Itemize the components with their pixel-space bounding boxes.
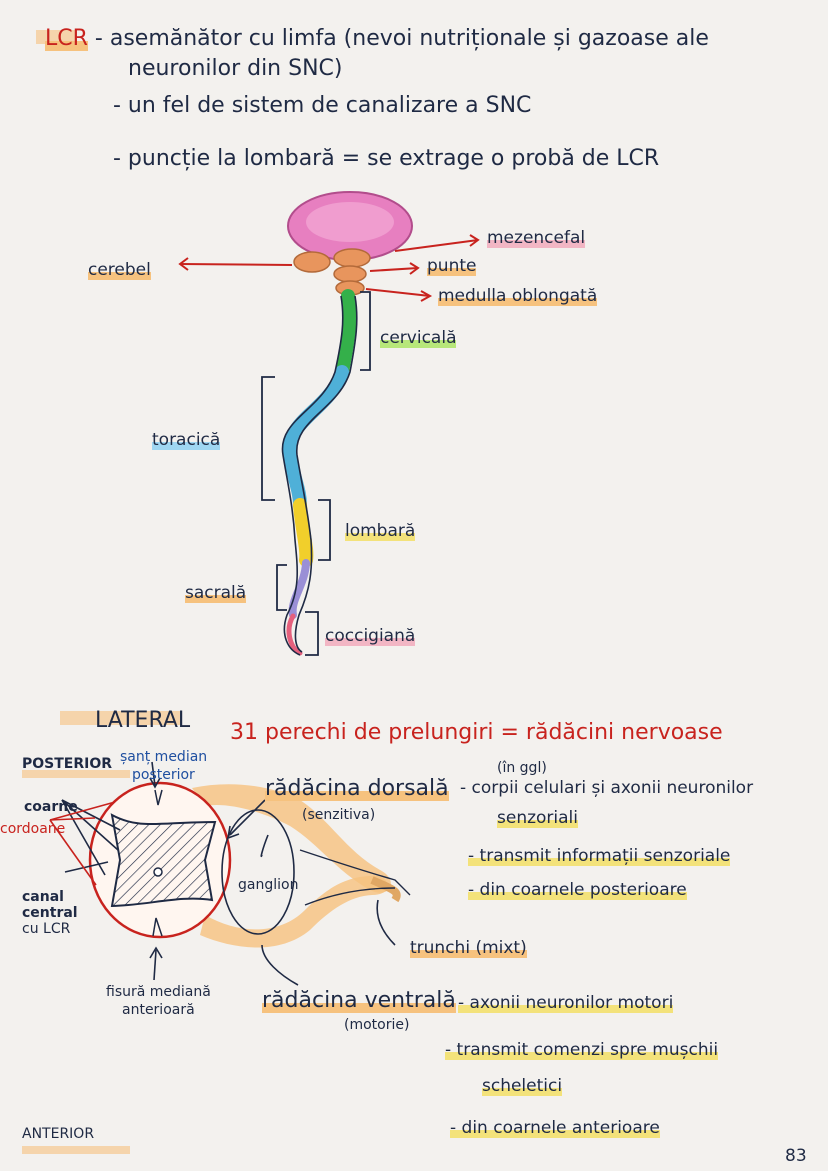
- dorsal-root-shape: [192, 784, 391, 893]
- spinal-cord-cross-section: [88, 781, 411, 948]
- label-toracica: toracică: [152, 430, 221, 450]
- label-ganglion: ganglion: [238, 877, 299, 893]
- lcr-line-4: - puncție la lombară = se extrage o prob…: [113, 146, 660, 171]
- page-number: 83: [785, 1146, 807, 1166]
- label-medulla: medulla oblongată: [438, 286, 598, 306]
- lcr-line-3: - un fel de sistem de canalizare a SNC: [113, 93, 532, 118]
- lcr-label: LCR: [45, 26, 88, 51]
- section-lateral: LATERAL: [95, 708, 191, 733]
- dorsal-desc-2: - transmit informații senzoriale: [468, 846, 731, 866]
- label-sant-posterior: posterior: [132, 767, 195, 783]
- dorsal-desc-1: - corpii celulari și axonii neuronilor: [460, 778, 754, 798]
- in-ggl-note: (în ggl): [497, 760, 547, 776]
- label-cordoane: cordoane: [0, 821, 66, 837]
- ventral-desc-3: - din coarnele anterioare: [450, 1118, 660, 1138]
- bracket-cervical: [360, 291, 371, 371]
- label-fisura-2: anterioară: [122, 1002, 195, 1018]
- cerebellum-shape: [293, 251, 331, 273]
- label-canal-2: central: [22, 905, 78, 921]
- pons-shape: [333, 265, 367, 283]
- label-canal-1: canal: [22, 889, 64, 905]
- lcr-line-2: neuronilor din SNC): [128, 56, 343, 81]
- bracket-coccygeal: [305, 611, 319, 656]
- sacral-segment: [288, 559, 310, 619]
- dorsal-desc-1b: senzoriali: [497, 808, 578, 828]
- trunchi-label: trunchi (mixt): [410, 938, 527, 958]
- dorsal-root-label: rădăcina dorsală: [265, 776, 449, 801]
- central-canal-shape: [153, 867, 163, 877]
- label-cerebel: cerebel: [88, 260, 151, 280]
- label-posterior: POSTERIOR: [22, 756, 113, 772]
- ventral-desc-2: - transmit comenzi spre mușchii: [445, 1040, 719, 1060]
- bracket-sacral: [276, 564, 287, 611]
- thoracic-segment: [282, 365, 349, 512]
- label-punte: punte: [427, 256, 477, 276]
- lumbar-segment: [293, 498, 314, 567]
- label-coccigiana: coccigiană: [325, 626, 416, 646]
- lcr-line-1: - asemănător cu limfa (nevoi nutrițional…: [94, 26, 709, 51]
- ventral-root-label: rădăcina ventrală: [262, 988, 456, 1013]
- label-coarne: coarne: [24, 799, 78, 815]
- ganglion-shape: [221, 809, 295, 935]
- cervical-segment: [335, 289, 357, 379]
- label-cervicala: cervicală: [380, 328, 457, 348]
- label-sacrala: sacrală: [185, 583, 247, 603]
- dorsal-desc-3: - din coarnele posterioare: [468, 880, 687, 900]
- label-fisura-1: fisură mediană: [106, 984, 211, 1000]
- ventral-root-sub: (motorie): [344, 1017, 410, 1033]
- bracket-thoracic: [261, 376, 275, 501]
- label-lombara: lombară: [345, 521, 416, 541]
- dorsal-root-sub: (senzitiva): [302, 807, 376, 823]
- ventral-desc-2b: scheletici: [482, 1076, 563, 1096]
- ventral-desc-1: - axonii neuronilor motori: [458, 993, 674, 1013]
- label-sant-median: șanț median: [120, 749, 208, 765]
- label-canal-3: cu LCR: [22, 921, 71, 937]
- label-anterior: ANTERIOR: [22, 1126, 95, 1142]
- bracket-lumbar: [318, 499, 331, 561]
- lcr-block: LCR - asemănător cu limfa (nevoi nutriți…: [45, 26, 709, 51]
- section-title: 31 perechi de prelungiri = rădăcini nerv…: [230, 720, 723, 745]
- label-mezencefal: mezencefal: [487, 228, 586, 248]
- coccygeal-segment: [286, 613, 303, 656]
